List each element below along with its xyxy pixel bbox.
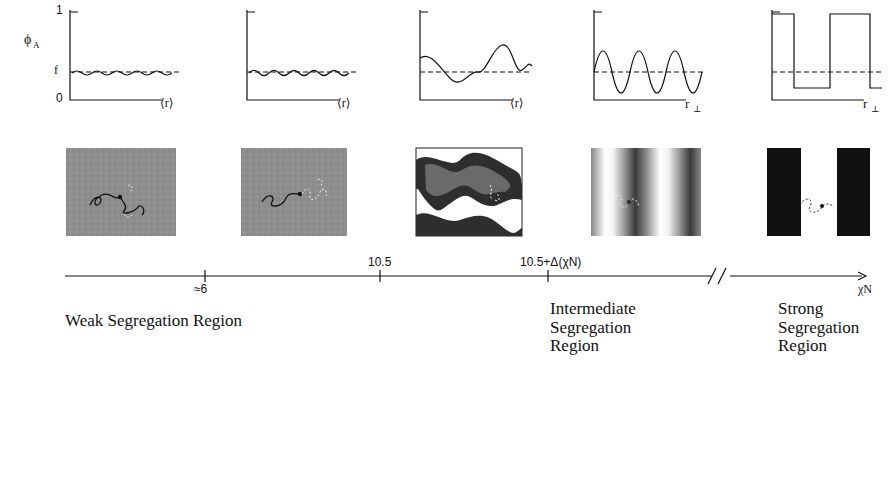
axis-label: ⟨r⟩ bbox=[337, 97, 350, 110]
axis-label: r bbox=[863, 97, 867, 111]
axis-subscript: ⊥ bbox=[693, 105, 701, 115]
axis-tick-label: 10.5 bbox=[368, 256, 391, 269]
axis-tick-label: ≈6 bbox=[194, 283, 207, 296]
axis-subscript: ⊥ bbox=[871, 105, 879, 115]
morphology-squares bbox=[66, 148, 875, 236]
axis-label: ⟨r⟩ bbox=[160, 97, 173, 110]
axis-subscript: A bbox=[33, 41, 40, 51]
axis-label: χN bbox=[858, 283, 872, 296]
axis-tick-label: f bbox=[54, 64, 58, 77]
axis-label: ⟨r⟩ bbox=[510, 97, 523, 110]
axis-tick-label: 0 bbox=[56, 92, 63, 105]
axis-tick-label: 10.5+Δ(χN) bbox=[520, 256, 581, 269]
region-label: Intermediate Segregation Region bbox=[550, 300, 670, 356]
axis-label: r bbox=[685, 97, 689, 111]
region-label: Weak Segregation Region bbox=[65, 312, 242, 331]
chi-n-axis bbox=[65, 268, 866, 284]
region-label: Strong Segregation Region bbox=[778, 300, 888, 356]
axis-symbol: ϕ bbox=[24, 32, 31, 47]
profile-plots bbox=[70, 10, 882, 100]
axis-tick-label: 1 bbox=[56, 4, 63, 17]
